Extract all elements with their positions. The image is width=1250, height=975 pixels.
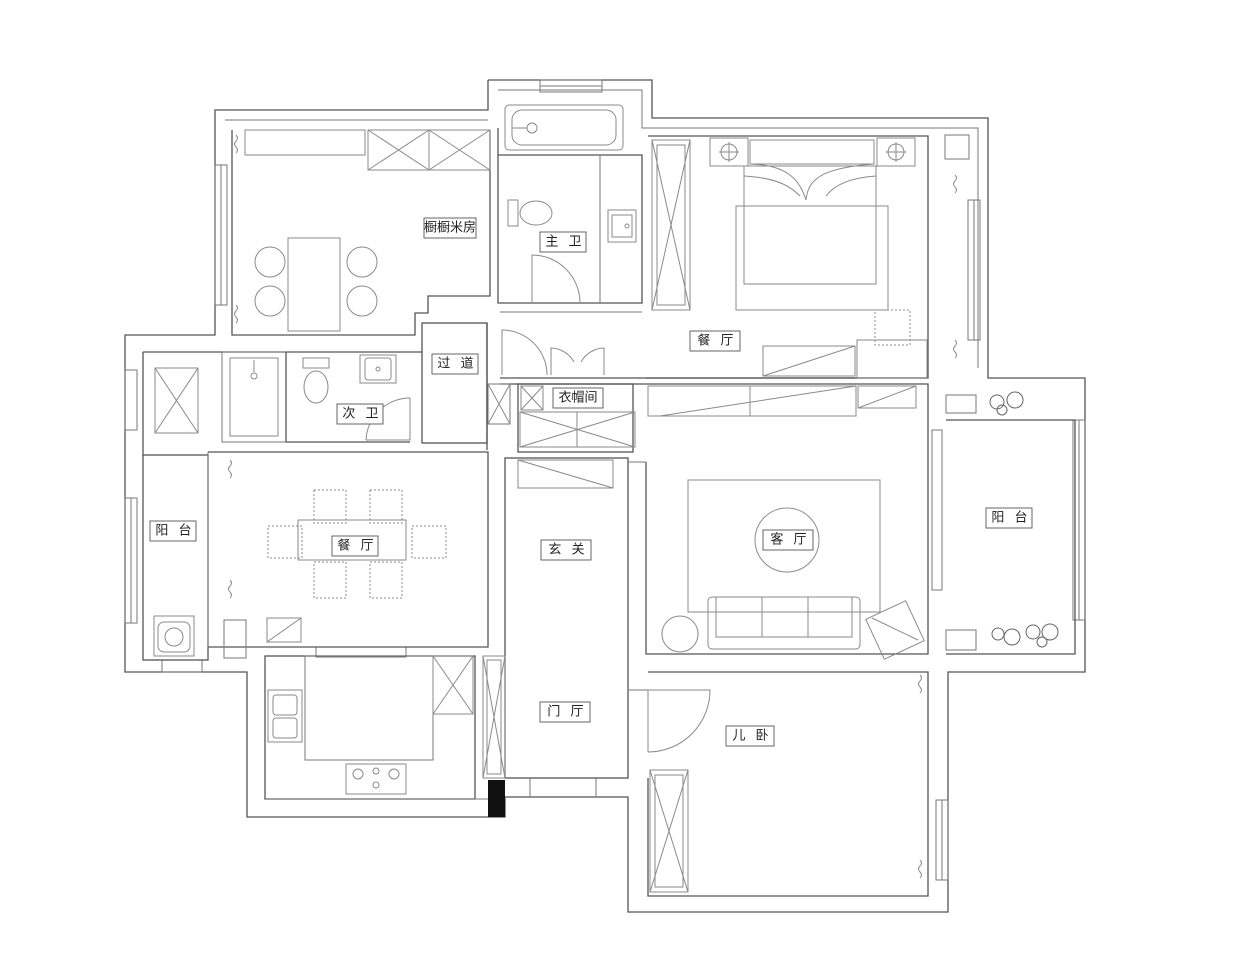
interior-walls — [142, 128, 1076, 897]
label-foyer: 玄 关 — [548, 543, 587, 558]
label-balcony-left: 阳 台 — [155, 524, 194, 539]
outer-walls — [124, 79, 1086, 913]
living-furniture — [661, 479, 925, 660]
windows — [124, 79, 1086, 881]
curtains — [228, 134, 957, 879]
structural-column — [488, 780, 505, 817]
label-passage: 过 道 — [437, 357, 476, 372]
label-dining-main: 餐 厅 — [337, 538, 376, 554]
door-swings — [365, 254, 711, 753]
balcony-plants — [989, 391, 1059, 648]
washing-machine — [153, 615, 195, 657]
label-living: 客 厅 — [770, 532, 809, 548]
label-dining-top: 餐 厅 — [697, 333, 736, 349]
breakfast-table — [254, 237, 378, 332]
label-balcony-right: 阳 台 — [991, 511, 1030, 526]
bath-fixtures — [229, 104, 637, 437]
label-master-bath: 主 卫 — [545, 235, 584, 250]
label-kitchen-top: 橱橱米房 — [424, 220, 476, 236]
kitchen-appliances — [267, 689, 407, 795]
label-cloakroom: 衣帽间 — [558, 390, 597, 406]
cabinets — [154, 129, 970, 893]
dining-table — [267, 489, 447, 599]
label-entrance-hall: 门 厅 — [547, 705, 586, 720]
label-kids-bedroom: 儿 卧 — [732, 729, 771, 744]
room-labels: 橱橱米房 主 卫 过 道 次 卫 衣帽间 餐 厅 阳 台 餐 厅 玄 关 客 厅… — [149, 217, 1033, 747]
label-second-bath: 次 卫 — [342, 406, 381, 422]
